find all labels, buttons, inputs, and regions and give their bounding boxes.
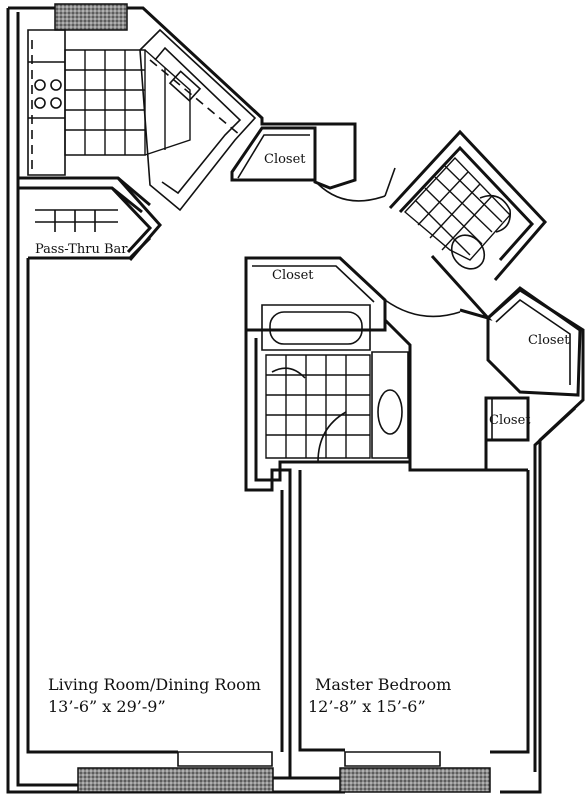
living-room-dimensions: 13’-6” x 29’-9” bbox=[48, 697, 166, 716]
stove-burner-icon bbox=[34, 97, 46, 109]
toilet-icon bbox=[450, 234, 486, 270]
stove-burner-icon bbox=[50, 97, 62, 109]
closet-label: Closet bbox=[528, 333, 570, 348]
bathroom-lower bbox=[244, 304, 412, 750]
pass-thru-bar-label: Pass-Thru Bar bbox=[35, 242, 128, 257]
pass-thru-bar: Pass-Thru Bar bbox=[28, 209, 152, 260]
closet-label: Closet bbox=[272, 268, 314, 283]
window-sill-right bbox=[344, 751, 441, 767]
kitchen bbox=[18, 28, 257, 261]
window-sill-left bbox=[177, 751, 273, 767]
closet-entry: Closet bbox=[230, 126, 317, 182]
closet-label: Closet bbox=[264, 152, 306, 167]
bedroom-dimensions: 12’-8” x 15’-6” bbox=[308, 697, 426, 716]
bath-door-swing bbox=[384, 299, 461, 318]
bathroom-upper bbox=[388, 129, 548, 321]
entry-door-swing bbox=[317, 183, 386, 202]
window-top bbox=[54, 3, 128, 31]
living-room-name: Living Room/Dining Room bbox=[48, 675, 261, 694]
stove-burner-icon bbox=[50, 79, 62, 91]
stove-burner-icon bbox=[34, 79, 46, 91]
sink-icon bbox=[168, 70, 202, 102]
closet-right-lower: Closet bbox=[484, 396, 531, 472]
bedroom-closet: Closet bbox=[244, 256, 387, 332]
bedroom-walls bbox=[280, 462, 530, 778]
bathtub-icon bbox=[269, 311, 363, 345]
basin-icon bbox=[377, 389, 403, 435]
closet-right-upper: Closet bbox=[486, 286, 582, 397]
bedroom-name: Master Bedroom bbox=[315, 675, 451, 694]
window-bottom-right bbox=[339, 767, 491, 793]
window-bottom-left bbox=[77, 767, 274, 793]
closet-label: Closet bbox=[489, 413, 531, 428]
